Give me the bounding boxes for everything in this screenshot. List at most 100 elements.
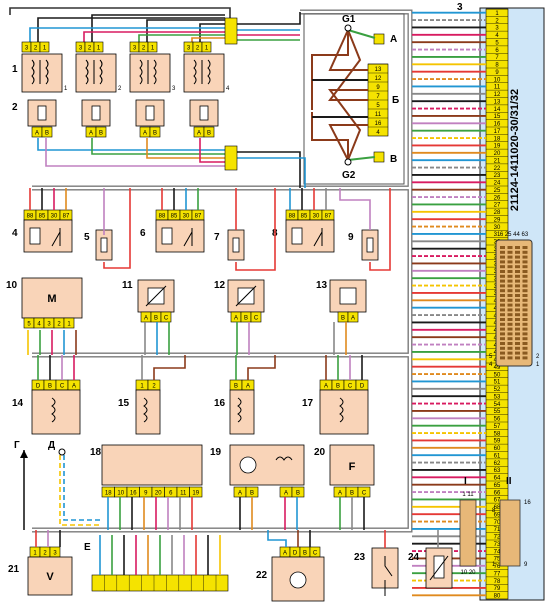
ecu-connector-socket [515, 313, 520, 317]
ecu-connector-socket [500, 342, 505, 345]
coil-pin-label: 1 [205, 46, 209, 52]
variable-arrow-icon [145, 285, 167, 307]
ecu-pin-19: 19 [494, 144, 501, 150]
ecu-connector-socket [515, 246, 520, 249]
sensor-11-pin-box [160, 311, 172, 323]
relay-6-pin-label: 85 [171, 214, 178, 220]
ecu-connector-socket [522, 250, 528, 254]
component-label-18: 18 [90, 447, 102, 458]
motor-pin-label: 4 [37, 322, 41, 328]
ecu-connector-socket [500, 346, 505, 350]
ecu-pin-18: 18 [494, 136, 501, 142]
ignition-coil-2 [75, 53, 117, 93]
injector-pin-label: B [45, 131, 49, 137]
sensor-11-pin-label: A [144, 316, 148, 322]
relay-wiring [29, 188, 391, 271]
ecu-pin-76: 76 [494, 564, 501, 570]
ecu-connector-socket [515, 260, 520, 264]
ecu-connector-socket [500, 250, 505, 254]
coil-pin-label: 2 [88, 46, 92, 52]
coil-pin-box [147, 41, 158, 53]
motor-pin-box [63, 317, 75, 329]
relay-4 [23, 219, 73, 253]
ecu-connector-socket [515, 265, 520, 269]
ground-pin-4: 4 [376, 130, 380, 136]
module-18-pin-box [189, 486, 203, 498]
injector-pin-box [41, 126, 53, 138]
ecu-connector-socket [522, 270, 528, 273]
ecu-connector-socket [522, 294, 528, 297]
module-18-pin-label: 6 [169, 491, 173, 497]
sensor-coil-icon [339, 397, 344, 423]
ignition-coil-4 [183, 53, 225, 93]
ecu-pin-17: 17 [494, 129, 501, 135]
component-label-1: 1 [12, 64, 18, 75]
ground-a-label: A [390, 34, 397, 45]
ecu-connector-socket [522, 274, 528, 278]
ecu-connector-socket [515, 346, 520, 350]
ecu-pin-14: 14 [494, 107, 501, 113]
ecu-connector-socket [500, 294, 505, 297]
ecu-connector-socket [500, 260, 505, 264]
ecu-connector-socket [522, 255, 528, 259]
resistor-icon [100, 237, 108, 253]
ignition-coil-1 [21, 53, 63, 93]
injector-pin-label: A [197, 131, 201, 137]
sensor-16-pin-label: A [246, 384, 250, 390]
component-label-23: 23 [354, 552, 366, 563]
component-label-11: 11 [122, 280, 133, 291]
relay-6-pin-label: 30 [183, 214, 190, 220]
injector-pin-box [95, 126, 107, 138]
coil-pin-label: 1 [43, 46, 47, 52]
ecu-connector-socket [522, 260, 528, 264]
component-label-19: 19 [210, 447, 222, 458]
relay-8-pin-label: 85 [301, 214, 308, 220]
ecu-pin-25: 25 [494, 188, 501, 194]
ecu-connector-socket [507, 294, 513, 297]
wire-g-arrow [20, 450, 28, 458]
ecu-connector-socket [522, 332, 528, 336]
ground-pin-16: 16 [375, 121, 382, 127]
ecu-connector-socket [522, 289, 528, 293]
module-wiring [23, 450, 365, 530]
component-label-10: 10 [6, 280, 18, 291]
ecu-pin-70: 70 [494, 520, 501, 526]
ecu-pin-24: 24 [494, 181, 501, 187]
module-18-pin-label: 9 [144, 491, 148, 497]
module-18-pin-label: 19 [192, 491, 199, 497]
ecu-connector-socket [522, 327, 528, 331]
ecu-pin-30: 30 [494, 225, 501, 231]
ecu-connector-socket [515, 332, 520, 336]
sensor-coil-icon [237, 397, 242, 423]
sensor-11 [137, 279, 175, 313]
ecu-connector-socket [515, 298, 520, 302]
idle-motor-10 [21, 277, 83, 319]
ecu-pin-59: 59 [494, 439, 501, 445]
ecu-connector-socket [515, 327, 520, 331]
ecu-pin-71: 71 [494, 527, 501, 533]
component-label-6: 6 [140, 228, 146, 239]
ecu-pin-23: 23 [494, 173, 501, 179]
ecu-connector-socket [515, 337, 520, 341]
ecu-connector-socket [507, 327, 513, 331]
coil-number: 4 [226, 86, 230, 92]
sensor-element-icon [339, 287, 357, 305]
ecu-connector-socket [515, 351, 520, 355]
component-label-24: 24 [408, 552, 420, 563]
ecu-connector-socket [507, 322, 513, 326]
injector-valve-icon [91, 105, 101, 121]
sensor-coil-icon [51, 397, 56, 423]
ecu-pin-7: 7 [495, 55, 499, 61]
relay-4-pin-label: 30 [51, 214, 58, 220]
module-20-pin-label: C [362, 491, 367, 497]
ecu-pin-73: 73 [494, 542, 501, 548]
module-21-pin-label: 2 [43, 551, 47, 557]
ecu-connector-socket [522, 322, 528, 326]
connector-e-label: Е [84, 542, 91, 553]
ecu-connector-socket [522, 303, 528, 307]
ecu-pin-53: 53 [494, 394, 501, 400]
ecu-connector-label-2: 2 [536, 354, 540, 360]
